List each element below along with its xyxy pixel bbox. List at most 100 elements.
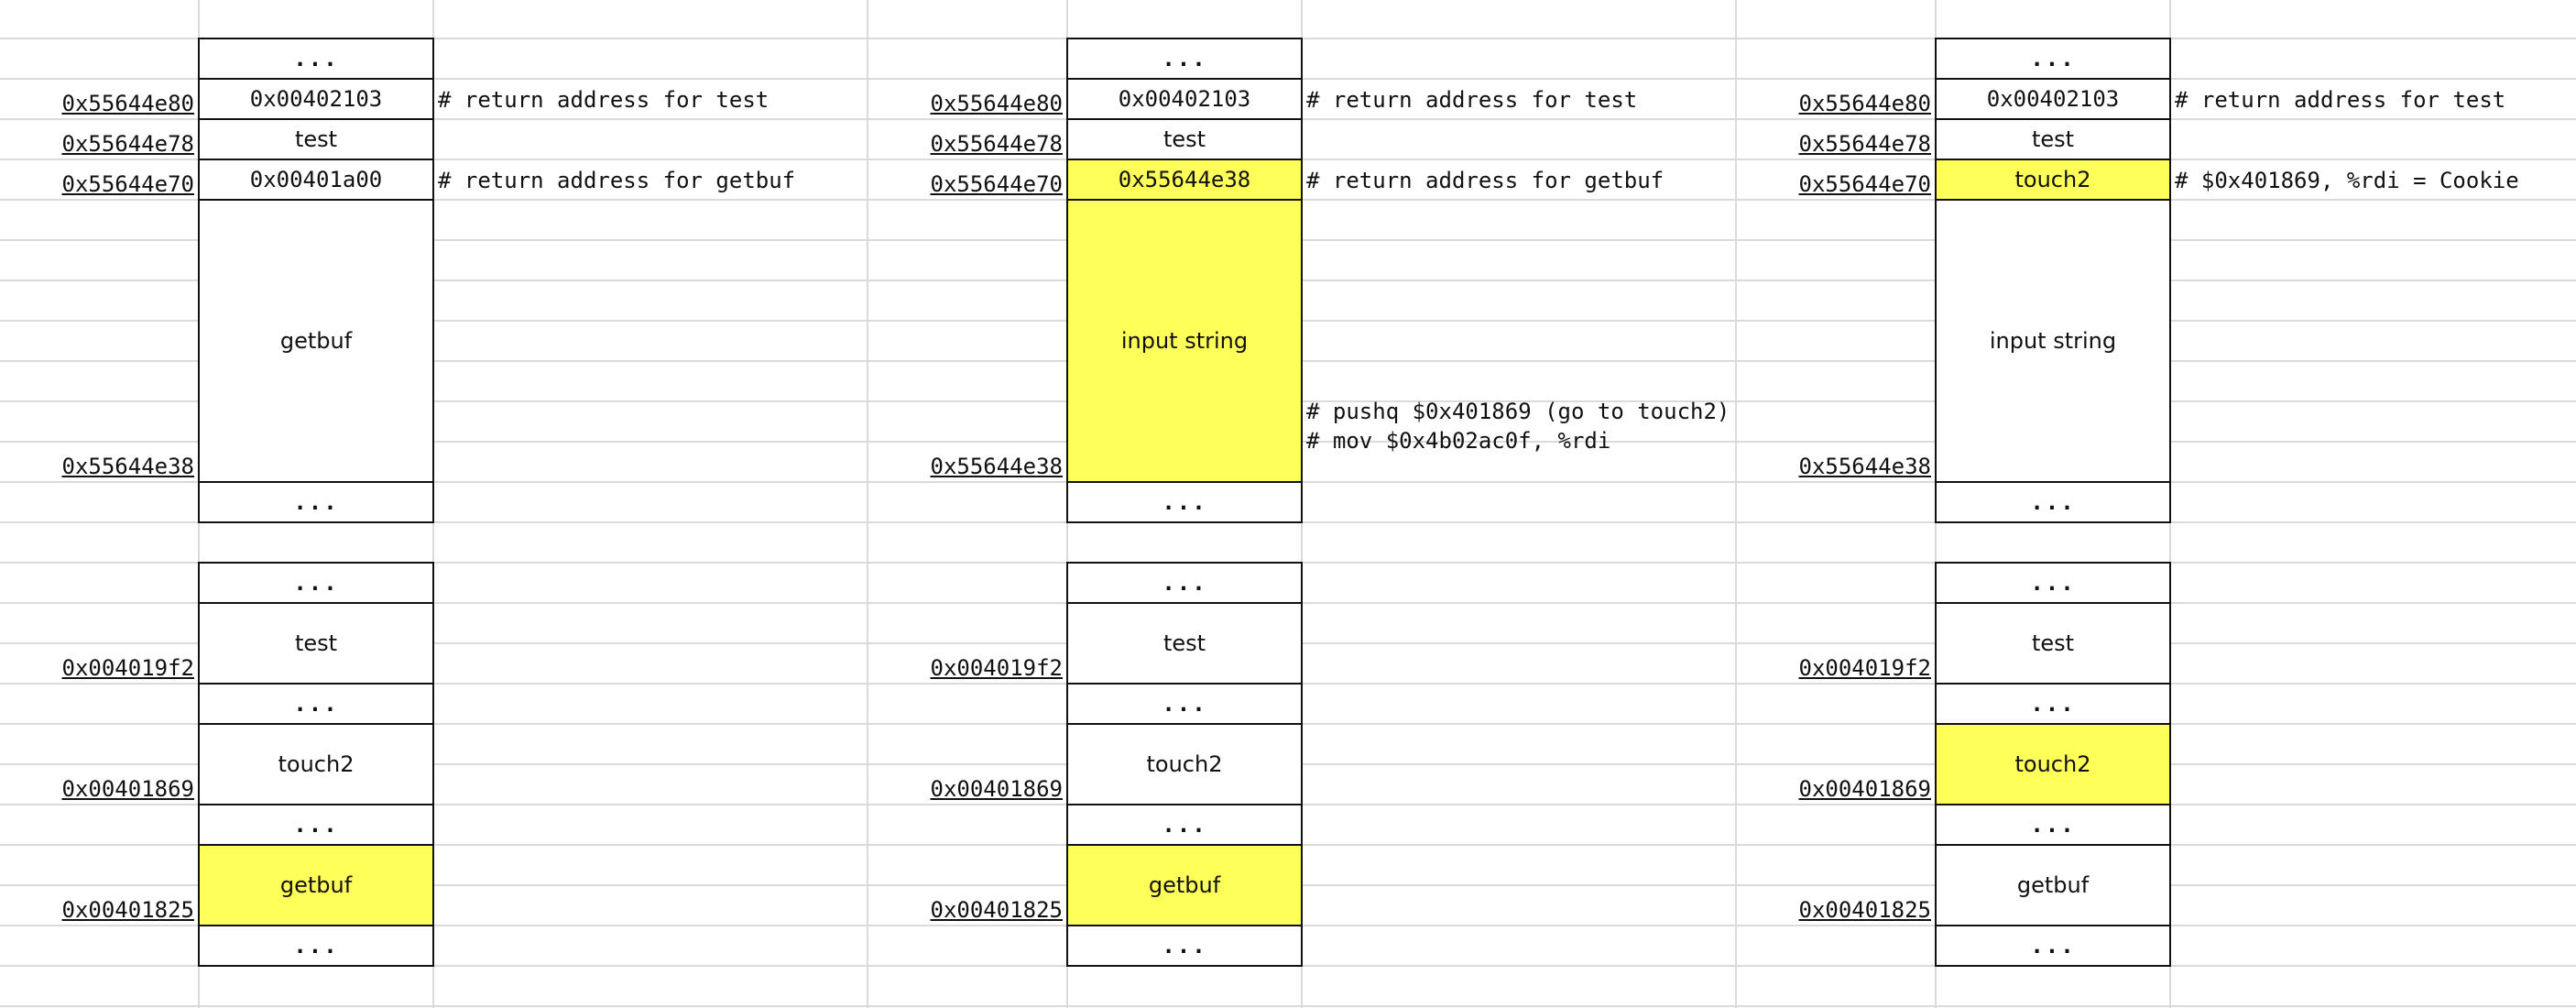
comment-text: # return address for test bbox=[438, 87, 770, 113]
stack-frame-cell-label: 0x00402103 bbox=[249, 86, 383, 112]
code-ellipsis-cell[interactable]: ... bbox=[1066, 562, 1303, 604]
stack-frame-cell-label: getbuf bbox=[279, 328, 353, 354]
stack-ellipsis-cell[interactable]: ... bbox=[1066, 38, 1303, 80]
address-label: 0x55644e70 bbox=[61, 171, 195, 197]
address-label: 0x55644e78 bbox=[61, 131, 195, 157]
code-ellipsis-cell[interactable]: ... bbox=[198, 925, 434, 967]
code-ellipsis-cell-label: ... bbox=[1162, 691, 1207, 717]
stack-ellipsis-cell-label: ... bbox=[1162, 489, 1207, 515]
code-ellipsis-cell[interactable]: ... bbox=[1935, 562, 2171, 604]
stack-frame-cell[interactable]: test bbox=[1935, 118, 2171, 160]
stack-ellipsis-cell[interactable]: ... bbox=[198, 38, 434, 80]
stack-ellipsis-cell-label: ... bbox=[1162, 46, 1207, 71]
comment-text: # mov $0x4b02ac0f, %rdi bbox=[1306, 428, 1611, 454]
address-label: 0x55644e70 bbox=[1798, 171, 1932, 197]
code-ellipsis-cell[interactable]: ... bbox=[1066, 683, 1303, 725]
address-label: 0x55644e38 bbox=[61, 454, 195, 479]
address-label: 0x00401825 bbox=[61, 897, 195, 923]
code-ellipsis-cell[interactable]: ... bbox=[198, 804, 434, 846]
code-segment-cell[interactable]: touch2 bbox=[1935, 723, 2171, 805]
code-ellipsis-cell[interactable]: ... bbox=[198, 562, 434, 604]
code-ellipsis-cell-label: ... bbox=[2030, 812, 2076, 838]
code-ellipsis-cell-label: ... bbox=[293, 691, 339, 717]
stack-ellipsis-cell-label: ... bbox=[2030, 46, 2076, 71]
code-segment-cell[interactable]: getbuf bbox=[198, 844, 434, 926]
comment-text: # return address for getbuf bbox=[438, 168, 796, 193]
address-label: 0x55644e78 bbox=[1798, 131, 1932, 157]
code-segment-cell-label: getbuf bbox=[2016, 872, 2090, 898]
comment-text: # return address for test bbox=[2175, 87, 2506, 113]
code-ellipsis-cell-label: ... bbox=[1162, 933, 1207, 959]
stack-frame-cell[interactable]: test bbox=[198, 118, 434, 160]
stack-frame-cell-label: test bbox=[294, 126, 338, 152]
address-label: 0x00401825 bbox=[930, 897, 1064, 923]
stack-frame-cell[interactable]: 0x00401a00 bbox=[198, 159, 434, 201]
code-segment-cell[interactable]: getbuf bbox=[1935, 844, 2171, 926]
code-segment-cell-label: getbuf bbox=[1148, 872, 1221, 898]
address-label: 0x004019f2 bbox=[61, 655, 195, 681]
stack-frame-cell-label: 0x00402103 bbox=[1986, 86, 2120, 112]
stack-ellipsis-cell[interactable]: ... bbox=[1066, 481, 1303, 523]
code-segment-cell-label: touch2 bbox=[2014, 751, 2091, 777]
stack-frame-cell[interactable]: touch2 bbox=[1935, 159, 2171, 201]
code-ellipsis-cell[interactable]: ... bbox=[1066, 925, 1303, 967]
stack-ellipsis-cell[interactable]: ... bbox=[1935, 481, 2171, 523]
comment-text: # $0x401869, %rdi = Cookie bbox=[2175, 168, 2519, 193]
address-label: 0x55644e38 bbox=[1798, 454, 1932, 479]
stack-frame-cell-label: input string bbox=[1120, 328, 1249, 354]
address-label: 0x00401825 bbox=[1798, 897, 1932, 923]
stack-frame-cell[interactable]: input string bbox=[1066, 199, 1303, 483]
address-label: 0x004019f2 bbox=[930, 655, 1064, 681]
stack-frame-cell[interactable]: input string bbox=[1935, 199, 2171, 483]
code-segment-cell-label: test bbox=[2031, 630, 2075, 656]
code-ellipsis-cell-label: ... bbox=[293, 933, 339, 959]
address-label: 0x00401869 bbox=[1798, 776, 1932, 802]
code-ellipsis-cell-label: ... bbox=[1162, 570, 1207, 596]
code-segment-cell[interactable]: test bbox=[198, 602, 434, 685]
code-ellipsis-cell[interactable]: ... bbox=[198, 683, 434, 725]
stack-frame-cell[interactable]: 0x00402103 bbox=[1066, 78, 1303, 120]
code-ellipsis-cell-label: ... bbox=[2030, 570, 2076, 596]
stack-frame-cell-label: touch2 bbox=[2014, 167, 2091, 192]
code-ellipsis-cell[interactable]: ... bbox=[1935, 804, 2171, 846]
address-label: 0x55644e70 bbox=[930, 171, 1064, 197]
code-segment-cell-label: touch2 bbox=[278, 751, 355, 777]
code-ellipsis-cell-label: ... bbox=[1162, 812, 1207, 838]
grid-col-line bbox=[867, 0, 868, 1008]
code-segment-cell-label: test bbox=[294, 630, 338, 656]
stack-frame-cell-label: 0x55644e38 bbox=[1118, 167, 1251, 192]
stack-ellipsis-cell[interactable]: ... bbox=[1935, 38, 2171, 80]
stack-frame-cell[interactable]: 0x55644e38 bbox=[1066, 159, 1303, 201]
code-ellipsis-cell[interactable]: ... bbox=[1066, 804, 1303, 846]
stack-frame-cell-label: test bbox=[1162, 126, 1206, 152]
code-ellipsis-cell-label: ... bbox=[2030, 933, 2076, 959]
comment-text: # return address for test bbox=[1306, 87, 1638, 113]
code-ellipsis-cell-label: ... bbox=[2030, 691, 2076, 717]
code-segment-cell[interactable]: touch2 bbox=[1066, 723, 1303, 805]
stack-frame-cell[interactable]: 0x00402103 bbox=[1935, 78, 2171, 120]
grid-row-line bbox=[0, 1005, 2576, 1007]
code-segment-cell[interactable]: getbuf bbox=[1066, 844, 1303, 926]
address-label: 0x55644e80 bbox=[1798, 91, 1932, 116]
stack-ellipsis-cell[interactable]: ... bbox=[198, 481, 434, 523]
code-ellipsis-cell-label: ... bbox=[293, 812, 339, 838]
stack-frame-cell-label: test bbox=[2031, 126, 2075, 152]
address-label: 0x55644e80 bbox=[930, 91, 1064, 116]
code-ellipsis-cell[interactable]: ... bbox=[1935, 683, 2171, 725]
address-label: 0x00401869 bbox=[930, 776, 1064, 802]
code-ellipsis-cell[interactable]: ... bbox=[1935, 925, 2171, 967]
grid-col-line bbox=[1735, 0, 1737, 1008]
stack-frame-cell[interactable]: test bbox=[1066, 118, 1303, 160]
stack-ellipsis-cell-label: ... bbox=[2030, 489, 2076, 515]
stack-frame-cell[interactable]: getbuf bbox=[198, 199, 434, 483]
stack-frame-cell[interactable]: 0x00402103 bbox=[198, 78, 434, 120]
stack-frame-cell-label: 0x00402103 bbox=[1118, 86, 1251, 112]
stack-frame-cell-label: input string bbox=[1989, 328, 2117, 354]
address-label: 0x004019f2 bbox=[1798, 655, 1932, 681]
code-segment-cell[interactable]: touch2 bbox=[198, 723, 434, 805]
code-ellipsis-cell-label: ... bbox=[293, 570, 339, 596]
code-segment-cell[interactable]: test bbox=[1066, 602, 1303, 685]
code-segment-cell-label: test bbox=[1162, 630, 1206, 656]
code-segment-cell[interactable]: test bbox=[1935, 602, 2171, 685]
